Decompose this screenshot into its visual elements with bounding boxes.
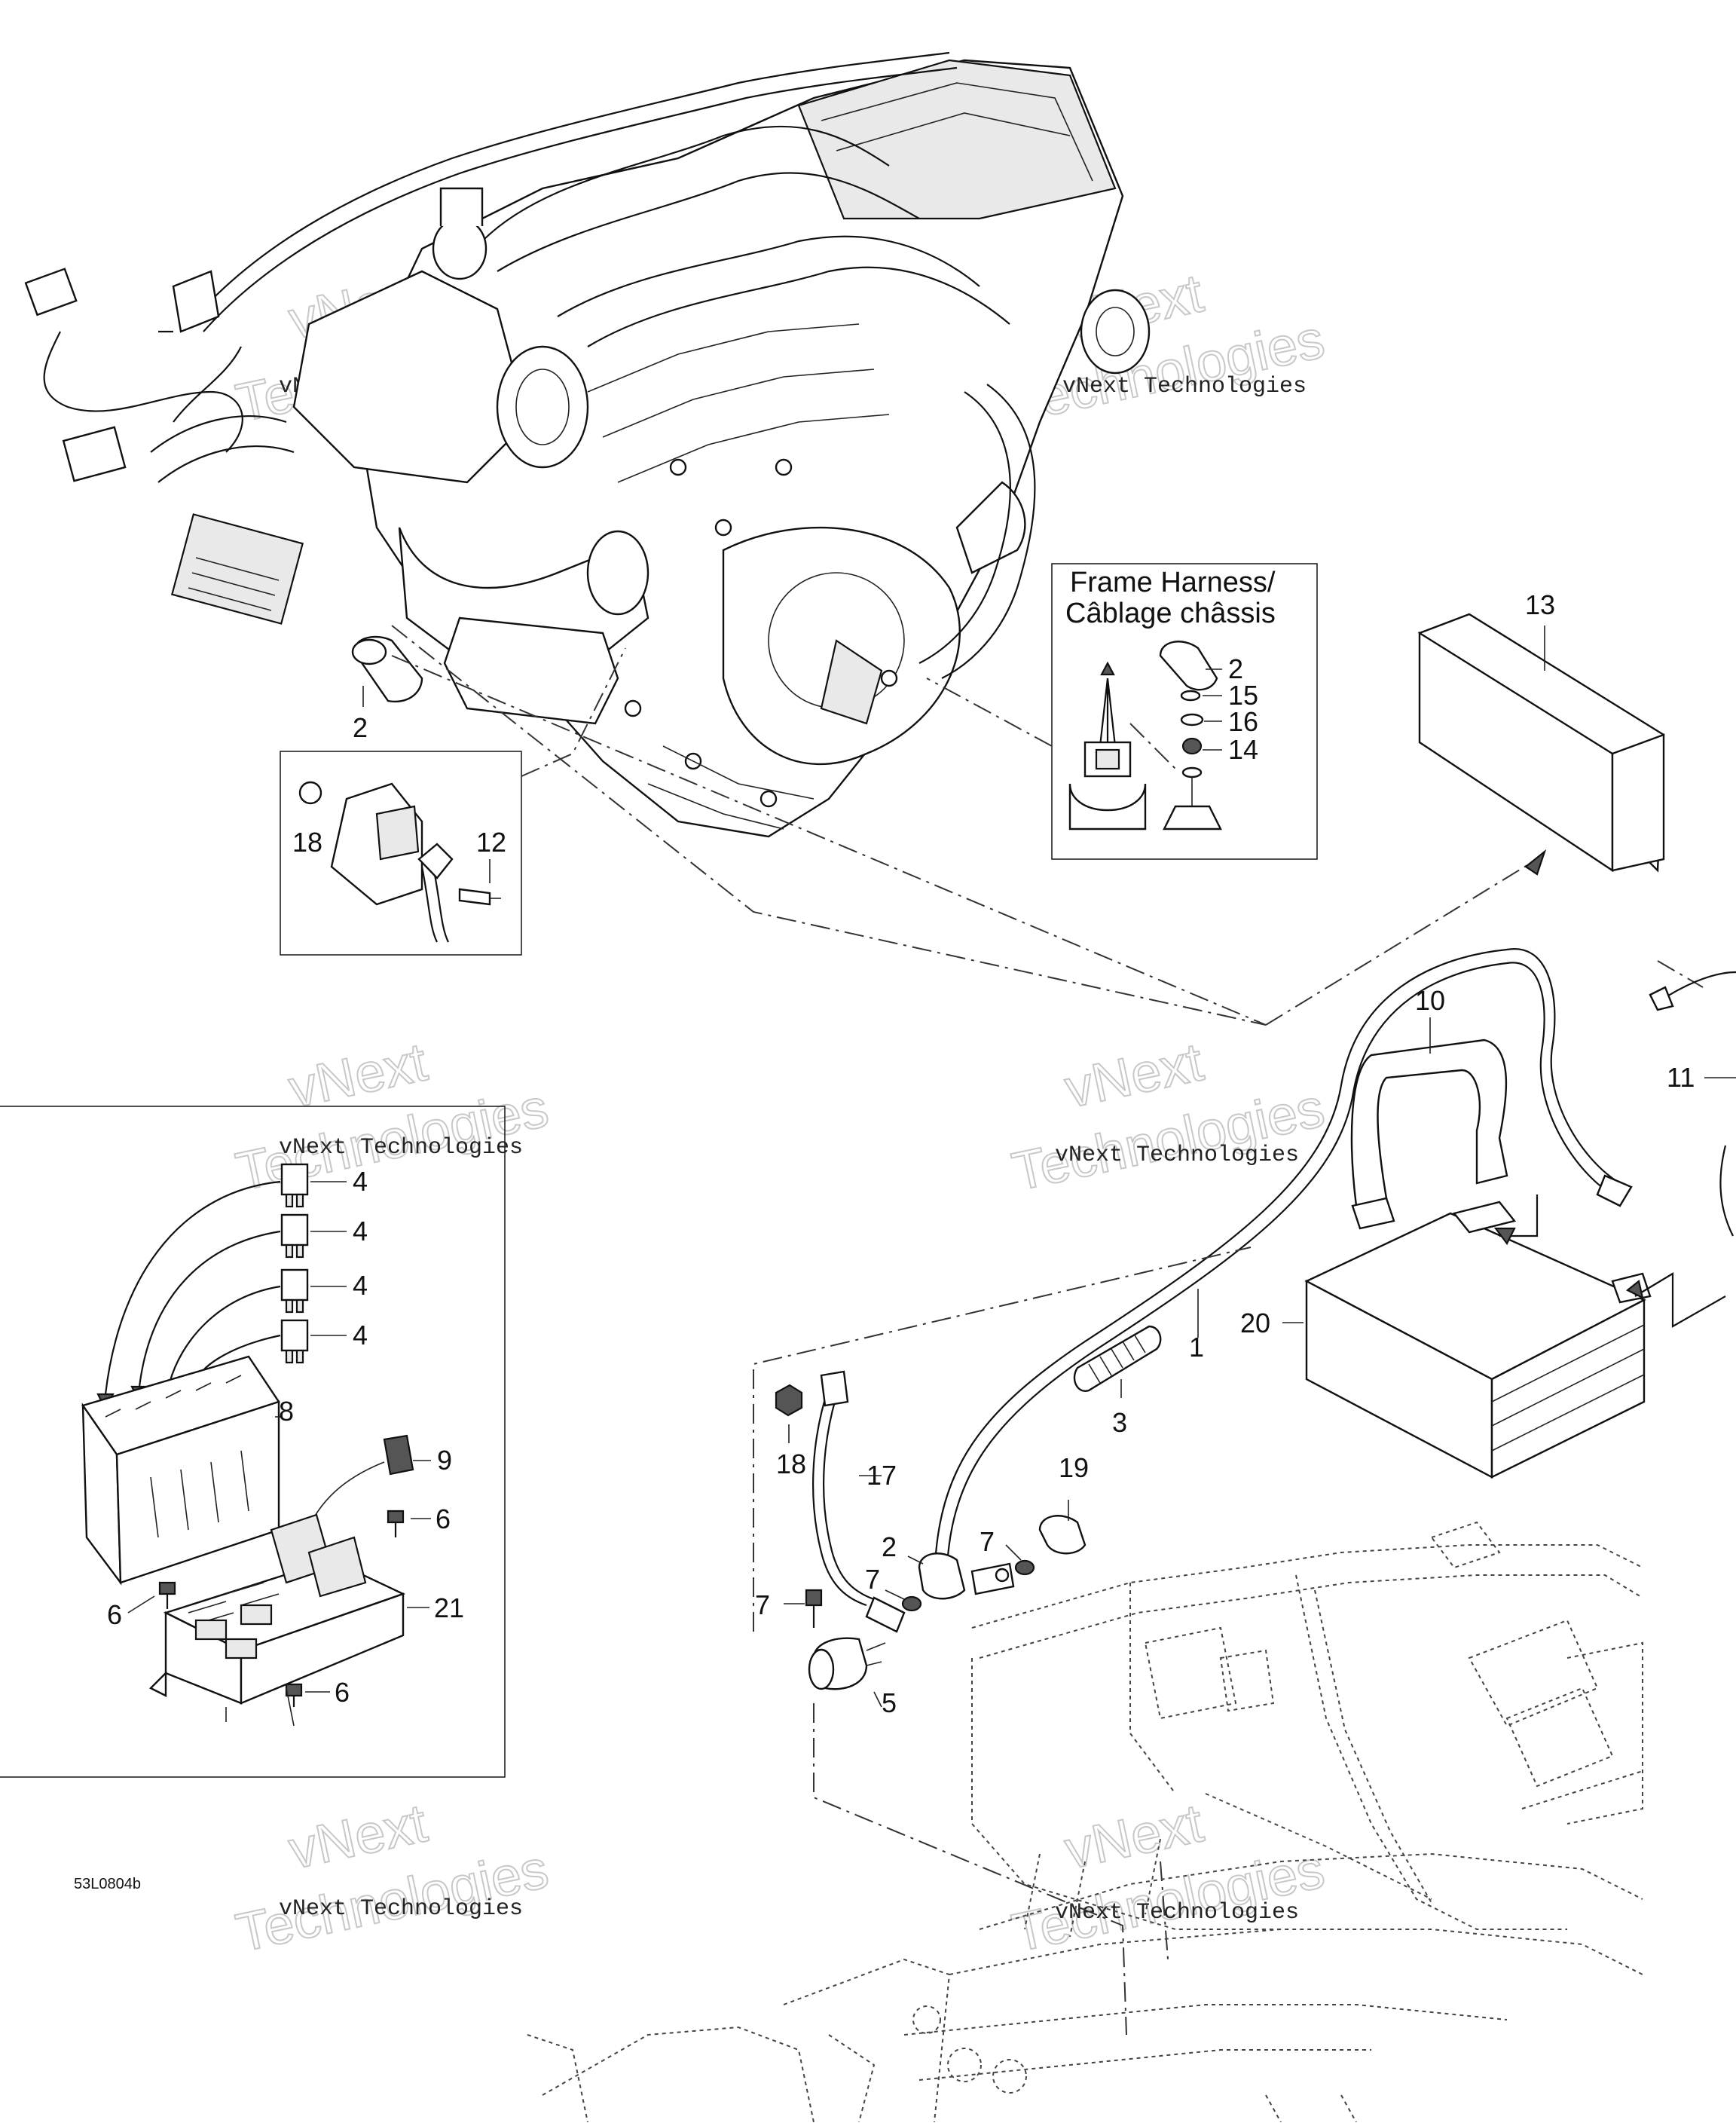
callout-4: 4 xyxy=(353,1270,368,1301)
arrow-head xyxy=(1524,849,1547,876)
callout-19: 19 xyxy=(1059,1452,1089,1483)
callout-4: 4 xyxy=(353,1166,368,1197)
routing-line xyxy=(391,655,1267,1026)
callout-5: 5 xyxy=(882,1687,897,1718)
vehicle-frame xyxy=(527,1521,1643,2123)
callout-2: 2 xyxy=(882,1531,897,1562)
frame-harness-title-fr: Câblage châssis xyxy=(1065,598,1276,629)
callout-2: 2 xyxy=(1228,653,1243,684)
callout-6: 6 xyxy=(335,1677,350,1708)
screw-6 xyxy=(285,1683,303,1707)
callout-7: 7 xyxy=(865,1564,880,1595)
callout-8: 8 xyxy=(279,1396,294,1427)
fuse xyxy=(280,1213,309,1259)
callout-12: 12 xyxy=(476,827,506,858)
watermark-line: vNext Technologies xyxy=(1062,374,1307,399)
callout-6: 6 xyxy=(107,1599,122,1630)
watermark-line: vNext Technologies xyxy=(1055,1900,1299,1926)
drawing-code: 53L0804b xyxy=(74,1876,141,1892)
callout-15: 15 xyxy=(1228,680,1258,711)
fuse xyxy=(280,1268,309,1314)
callout-14: 14 xyxy=(1228,734,1258,765)
callout-7: 7 xyxy=(755,1589,770,1620)
screw-6 xyxy=(387,1510,405,1537)
routing-line xyxy=(391,625,1267,1026)
routing-line xyxy=(1265,858,1538,1026)
callout-11: 11 xyxy=(1667,1062,1695,1093)
routing-line xyxy=(1657,960,1704,988)
callout-3: 3 xyxy=(1112,1407,1127,1438)
watermark-line: vNext Technologies xyxy=(279,1896,523,1922)
callout-21: 21 xyxy=(434,1592,464,1623)
frame-harness-title-en: Frame Harness/ xyxy=(1070,567,1276,598)
ground-detail-box: 18 12 xyxy=(280,647,626,956)
engine-assembly xyxy=(292,59,1151,838)
battery-assembly: 20 10 11 1 3 17 xyxy=(753,948,1736,2036)
frame-harness-box: Frame Harness/ Câblage châssis 2 15 16 1… xyxy=(926,563,1318,860)
callout-18: 18 xyxy=(776,1448,806,1479)
callout-18: 18 xyxy=(292,827,322,858)
watermark-line: vNext Technologies xyxy=(1055,1143,1299,1168)
callout-13: 13 xyxy=(1525,589,1555,620)
callout-16: 16 xyxy=(1228,706,1258,737)
watermark-bottom-left: vNext Technologies vNext Technologies xyxy=(231,1792,555,1965)
fuse xyxy=(280,1163,309,1208)
fuse xyxy=(280,1319,309,1364)
screw-6 xyxy=(158,1581,176,1609)
part-13-pad: 13 xyxy=(1417,589,1665,873)
callout-2: 2 xyxy=(353,712,368,743)
watermark-line: vNext Technologies xyxy=(279,1135,523,1161)
callout-4: 4 xyxy=(353,1320,368,1351)
callout-7: 7 xyxy=(980,1526,995,1557)
watermark-mid-right: vNext Technologies vNext Technologies xyxy=(1007,1031,1331,1204)
engine-wiring-harness xyxy=(24,51,958,625)
part-2-boot-engine: 2 xyxy=(351,635,423,743)
callout-10: 10 xyxy=(1415,985,1445,1016)
callout-4: 4 xyxy=(353,1216,368,1247)
callout-20: 20 xyxy=(1240,1308,1270,1338)
callout-17: 17 xyxy=(866,1460,897,1491)
callout-6: 6 xyxy=(436,1503,451,1534)
callout-1: 1 xyxy=(1189,1332,1204,1363)
fuse-box-detail: 4 4 4 4 8 9 6 xyxy=(0,1106,506,1778)
callout-9: 9 xyxy=(437,1445,452,1476)
